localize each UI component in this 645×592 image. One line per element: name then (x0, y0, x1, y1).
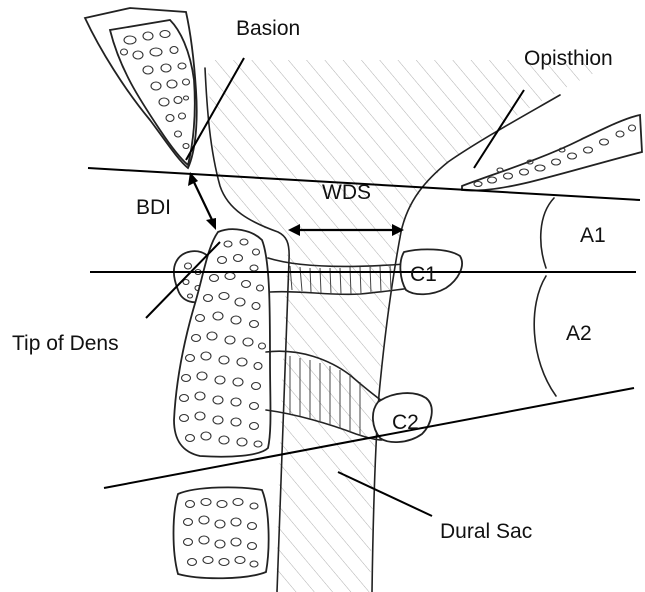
c1-label: C1 (410, 263, 437, 286)
c2-label: C2 (392, 411, 419, 434)
dural-sac-label: Dural Sac (440, 520, 532, 543)
opisthion-label: Opisthion (524, 47, 613, 70)
a1-brace (541, 198, 554, 268)
wds-label: WDS (322, 181, 371, 204)
bdi-label: BDI (136, 196, 171, 219)
a2-brace (534, 276, 556, 396)
basion-label: Basion (236, 17, 300, 40)
a2-label: A2 (566, 322, 592, 345)
bdi-arrow (188, 172, 216, 230)
clivus-bone (85, 8, 197, 168)
c3-body (174, 487, 269, 578)
a1-label: A1 (580, 224, 606, 247)
tip-of-dens-label: Tip of Dens (12, 332, 119, 355)
